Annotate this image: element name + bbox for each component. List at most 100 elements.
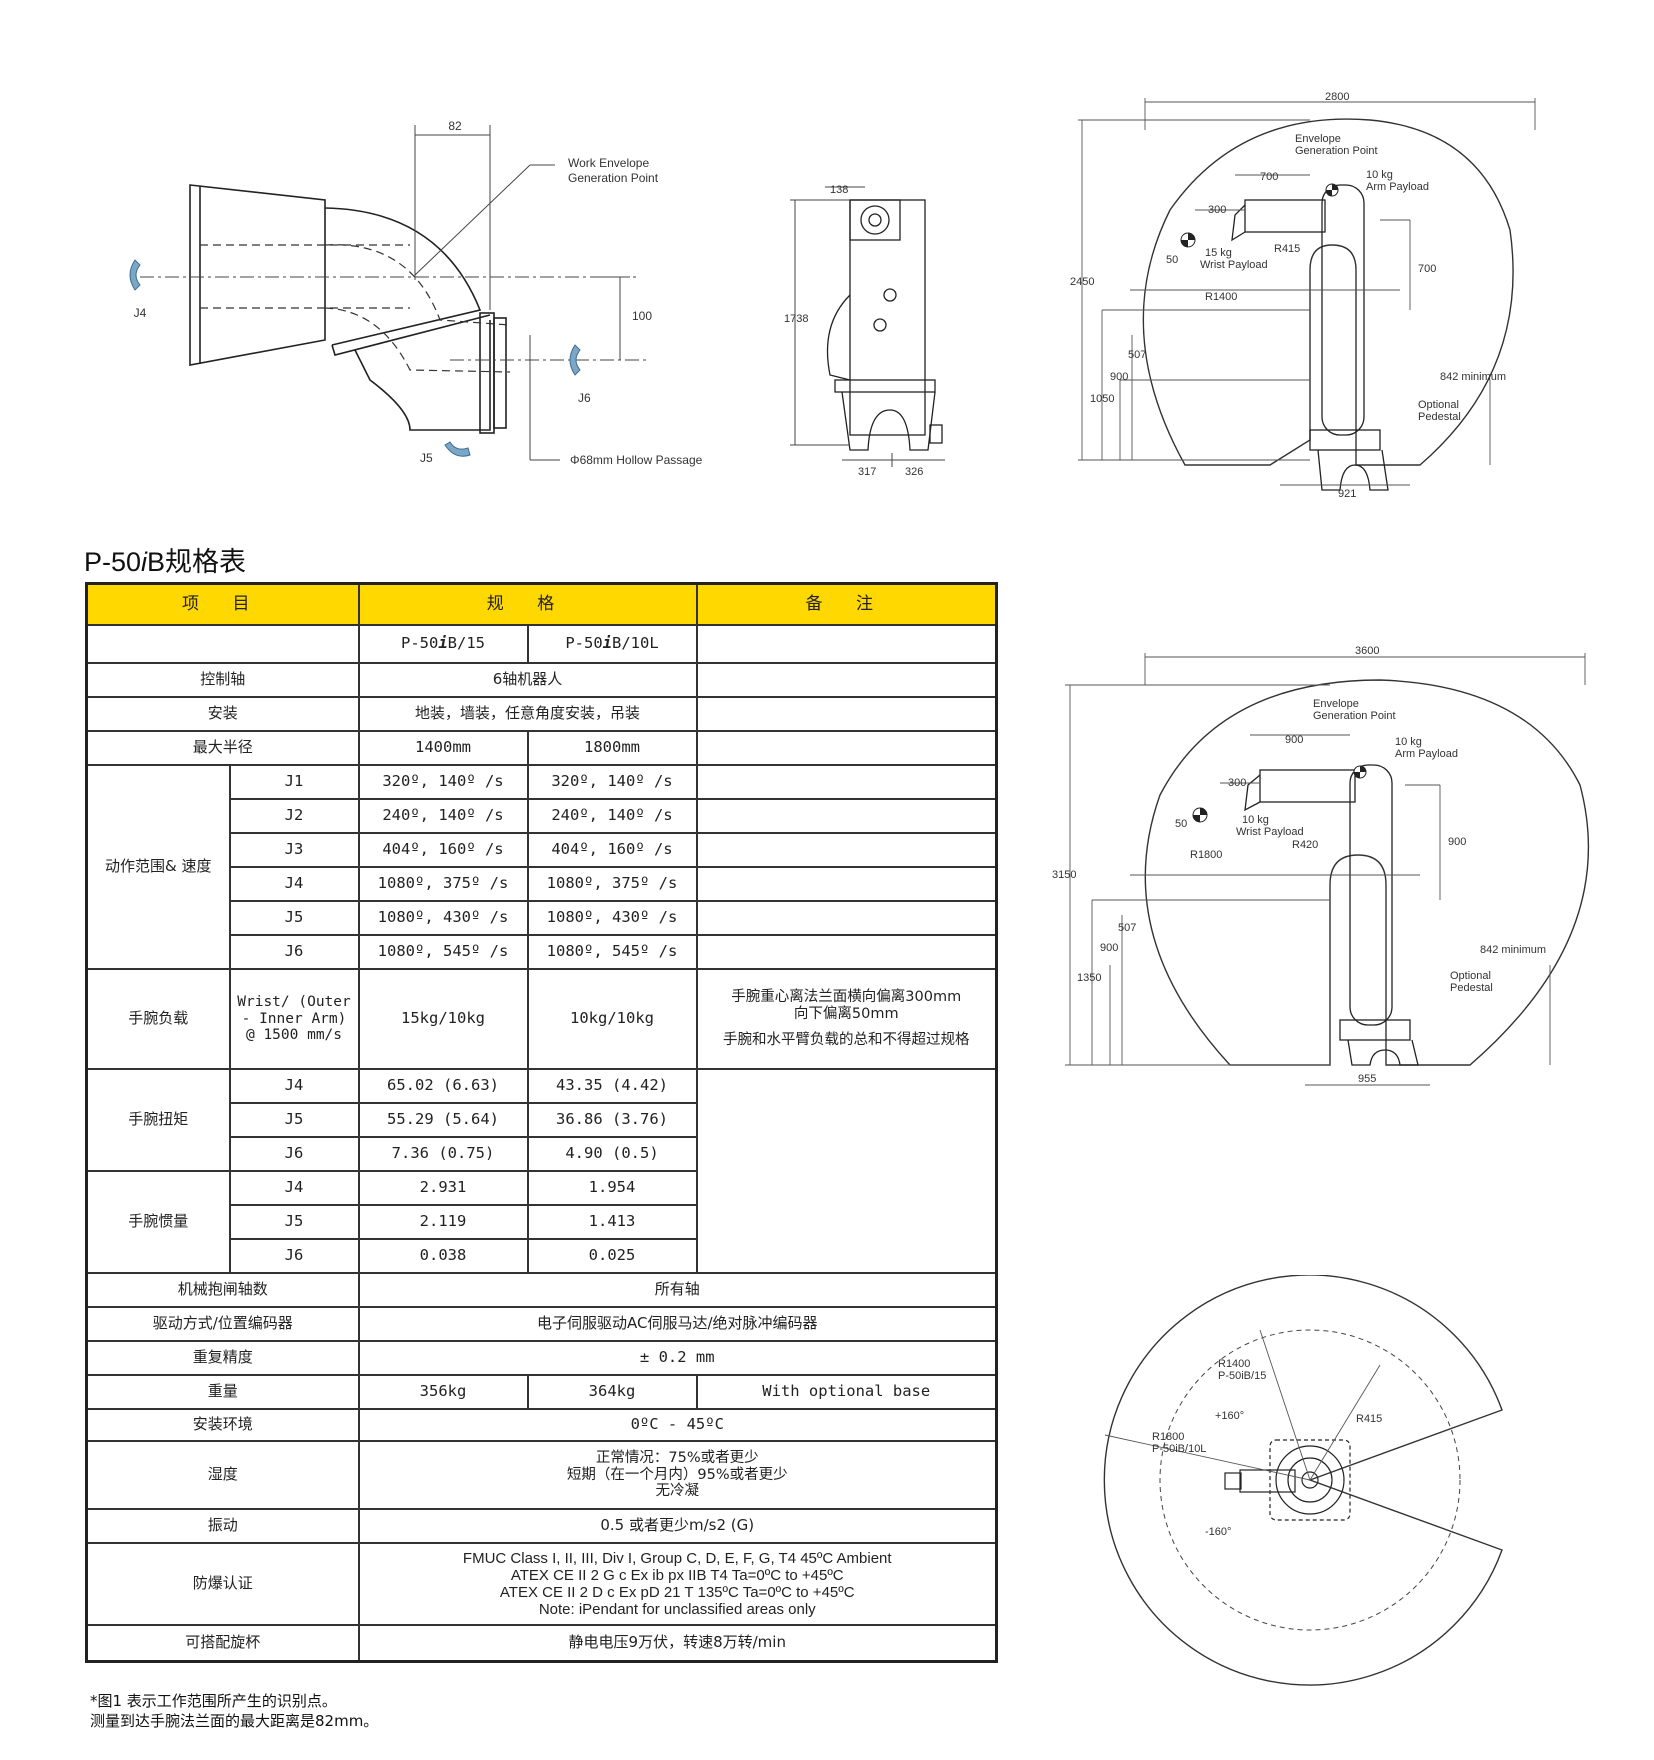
table-cell: 320º, 140º /s	[526, 764, 698, 800]
table-row-label: 动作范围& 速度	[85, 764, 231, 970]
table-cell-remark	[695, 900, 998, 936]
dim-82: 82	[448, 119, 462, 133]
label-j4: J4	[134, 306, 147, 320]
model-10l-i: i	[602, 634, 612, 653]
wrist-payload: 10 kg	[1242, 814, 1269, 826]
table-cell: 240º, 140º /s	[526, 798, 698, 834]
table-row-label: 可搭配旋杯	[85, 1624, 360, 1662]
table-cell: 1.954	[526, 1170, 698, 1206]
dim-2800: 2800	[1325, 91, 1349, 103]
table-cell: 55.29 (5.64)	[357, 1102, 529, 1138]
table-cell: 1080º, 375º /s	[357, 866, 529, 902]
table-row-label: 手腕惯量	[85, 1170, 231, 1274]
table-cell: 320º, 140º /s	[357, 764, 529, 800]
dim-1350: 1350	[1077, 972, 1101, 984]
label-j6: J6	[578, 391, 591, 405]
envelope-note: Work Envelope	[568, 156, 649, 170]
table-cell: 364kg	[526, 1374, 698, 1410]
r1400: R1400	[1205, 291, 1237, 303]
table-cell: 404º, 160º /s	[526, 832, 698, 868]
table-row-label: 控制轴	[85, 662, 360, 698]
table-row-label: 振动	[85, 1508, 360, 1544]
dim-900: 900	[1110, 371, 1128, 383]
joint-label: J4	[228, 866, 360, 902]
plus-160: +160°	[1215, 1410, 1244, 1422]
dim-317: 317	[858, 466, 876, 478]
r420: R420	[1292, 839, 1318, 851]
footnote-2: 测量到达手腕法兰面的最大距离是82mm。	[90, 1712, 379, 1730]
table-row-label: 重复精度	[85, 1340, 360, 1376]
table-cell-remark	[695, 1068, 998, 1274]
arm-payload-2: Arm Payload	[1366, 181, 1429, 193]
table-cell: 1080º, 430º /s	[526, 900, 698, 936]
joint-label: J6	[228, 1238, 360, 1274]
table-cell: 0.038	[357, 1238, 529, 1274]
model-15-post: B/15	[447, 634, 485, 653]
dim-700-b: 700	[1418, 263, 1436, 275]
r1400: R1400	[1218, 1358, 1250, 1370]
table-cell: 15kg/10kg	[357, 968, 529, 1070]
table-row-label: 重量	[85, 1374, 360, 1410]
table-cell: 1400mm	[357, 730, 529, 766]
hollow-passage-label: Φ68mm Hollow Passage	[570, 453, 703, 467]
arm-payload: 10 kg	[1366, 169, 1393, 181]
table-cell: 1800mm	[526, 730, 698, 766]
dim-300: 300	[1208, 204, 1226, 216]
envelope-label-2: Generation Point	[1313, 710, 1396, 722]
table-cell: 1080º, 430º /s	[357, 900, 529, 936]
model-15: P-50iB/15	[1218, 1370, 1266, 1382]
table-cell: 356kg	[357, 1374, 529, 1410]
joint-label: J2	[228, 798, 360, 834]
joint-label: J4	[228, 1068, 360, 1104]
table-cell: 1080º, 545º /s	[526, 934, 698, 970]
payload-note-3: 手腕和水平臂负载的总和不得超过规格	[723, 1032, 970, 1049]
dim-100: 100	[632, 309, 652, 323]
dim-955: 955	[1358, 1073, 1376, 1085]
model-15-pre: P-50	[401, 634, 439, 653]
payload-note-2: 向下偏离50mm	[793, 1005, 899, 1022]
footnote-1: *图1 表示工作范围所产生的识别点。	[90, 1692, 337, 1710]
table-cell: 0.5 或者更少m/s2 (G)	[357, 1508, 998, 1544]
table-cell: 6轴机器人	[357, 662, 698, 698]
blank-remark	[695, 624, 998, 664]
table-cell: 2.931	[357, 1170, 529, 1206]
title-suffix: B规格表	[147, 547, 247, 577]
table-cell: 404º, 160º /s	[357, 832, 529, 868]
r415: R415	[1356, 1413, 1382, 1425]
joint-label: J5	[228, 900, 360, 936]
model-10l-cell: P-50iB/10L	[526, 624, 698, 664]
table-cell: FMUC Class I, II, III, Div I, Group C, D…	[357, 1542, 998, 1626]
table-row-label: 安装环境	[85, 1408, 360, 1442]
table-cell: 4.90 (0.5)	[526, 1136, 698, 1172]
explosion-line-4: Note: iPendant for unclassified areas on…	[538, 1601, 816, 1619]
header-item: 项 目	[85, 582, 360, 626]
title-prefix: P-50	[84, 547, 142, 577]
table-cell-remark	[695, 696, 998, 732]
table-cell-remark	[695, 662, 998, 698]
table-cell: 所有轴	[357, 1272, 998, 1308]
table-row-label: 手腕扭矩	[85, 1068, 231, 1172]
explosion-line-2: ATEX CE II 2 G c Ex ib px IIB T4 Ta=0ºC …	[510, 1566, 844, 1584]
work-envelope-15-drawing: 2800 2450 Envelope Generation Point 700 …	[1070, 91, 1536, 500]
header-spec: 规 格	[357, 582, 698, 626]
table-cell: 静电电压9万伏，转速8万转/min	[357, 1624, 998, 1662]
top-view-drawing: R1400 P-50iB/15 R1800 P-50iB/10L +160° -…	[1103, 1275, 1503, 1686]
table-cell: 7.36 (0.75)	[357, 1136, 529, 1172]
table-cell-remark	[695, 798, 998, 834]
humidity-line-2: 短期（在一个月内）95%或者更少	[566, 1466, 788, 1483]
joint-label: J4	[228, 1170, 360, 1206]
blank-cell	[85, 624, 360, 664]
table-row-label: 防爆认证	[85, 1542, 360, 1626]
table-cell: 43.35 (4.42)	[526, 1068, 698, 1104]
dim-138: 138	[830, 184, 848, 196]
joint-label: J5	[228, 1204, 360, 1240]
pedestal-label: Optional	[1418, 399, 1459, 411]
table-cell: 36.86 (3.76)	[526, 1102, 698, 1138]
wrist-payload-2: Wrist Payload	[1236, 826, 1304, 838]
explosion-line-3: ATEX CE II 2 D c Ex pD 21 T 135ºC Ta=0ºC…	[499, 1584, 855, 1601]
table-row-label: 驱动方式/位置编码器	[85, 1306, 360, 1342]
table-cell: 1.413	[526, 1204, 698, 1240]
min-842: 842 minimum	[1480, 944, 1546, 956]
dim-507: 507	[1128, 349, 1146, 361]
